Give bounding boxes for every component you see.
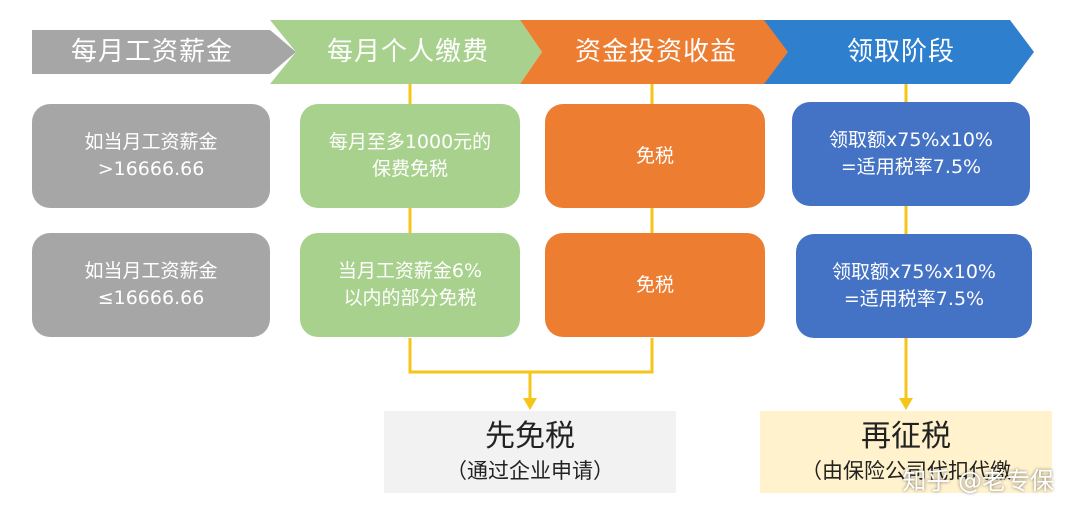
result-right-subtitle: （由保险公司代扣代缴 (801, 459, 1011, 483)
investment-row1-line1: 免税 (635, 144, 674, 167)
arrowhead-right (899, 398, 913, 410)
contribution-box-row1: 每月至多1000元的 保费免税 (300, 104, 520, 208)
result-left-title: 先免税 (485, 419, 575, 454)
arrowhead-left (523, 398, 537, 410)
stage-label-investment: 资金投资收益 (574, 37, 737, 67)
result-right-title: 再征税 (861, 419, 951, 454)
stage-label-withdrawal: 领取阶段 (846, 37, 955, 67)
salary-row2-line2: ≤16666.66 (97, 287, 205, 309)
contribution-box-row2: 当月工资薪金6% 以内的部分免税 (300, 233, 520, 337)
contribution-row1-line1: 每月至多1000元的 (328, 131, 492, 153)
investment-box-row2: 免税 (545, 233, 765, 337)
result-tax-levy-box: 再征税 （由保险公司代扣代缴 (760, 411, 1052, 493)
withdrawal-box-row2: 领取额x75%x10% =适用税率7.5% (796, 234, 1032, 338)
salary-box-row1: 如当月工资薪金 >16666.66 (32, 104, 270, 208)
withdrawal-row2-line2: =适用税率7.5% (843, 288, 985, 310)
stage-arrows (32, 20, 1034, 84)
salary-row2-line1: 如当月工资薪金 (84, 260, 218, 282)
stage-label-contribution: 每月个人缴费 (326, 37, 489, 67)
result-tax-exempt-box: 先免税 （通过企业申请） (384, 411, 676, 493)
stage-arrow-investment (520, 20, 792, 84)
connector-merge (408, 338, 654, 374)
contribution-row2-line1: 当月工资薪金6% (337, 260, 483, 282)
contribution-row2-line2: 以内的部分免税 (343, 287, 477, 309)
investment-box-row1: 免税 (545, 104, 765, 208)
withdrawal-row2-line1: 领取额x75%x10% (832, 261, 996, 283)
salary-row1-line1: 如当月工资薪金 (84, 131, 218, 153)
stage-arrow-salary (32, 30, 296, 74)
stage-arrow-withdrawal (764, 20, 1034, 84)
stage-arrow-contribution (270, 20, 542, 84)
salary-row1-line2: >16666.66 (97, 158, 205, 180)
result-left-subtitle: （通过企业申请） (446, 459, 614, 483)
contribution-row1-line2: 保费免税 (371, 158, 448, 180)
withdrawal-row1-line2: =适用税率7.5% (840, 156, 982, 178)
salary-box-row2: 如当月工资薪金 ≤16666.66 (32, 233, 270, 337)
withdrawal-row1-line1: 领取额x75%x10% (829, 129, 993, 151)
watermark: 知乎 @老专保 (902, 467, 1054, 495)
investment-row2-line1: 免税 (635, 273, 674, 296)
stage-label-salary: 每月工资薪金 (70, 37, 233, 67)
withdrawal-box-row1: 领取额x75%x10% =适用税率7.5% (792, 102, 1030, 206)
